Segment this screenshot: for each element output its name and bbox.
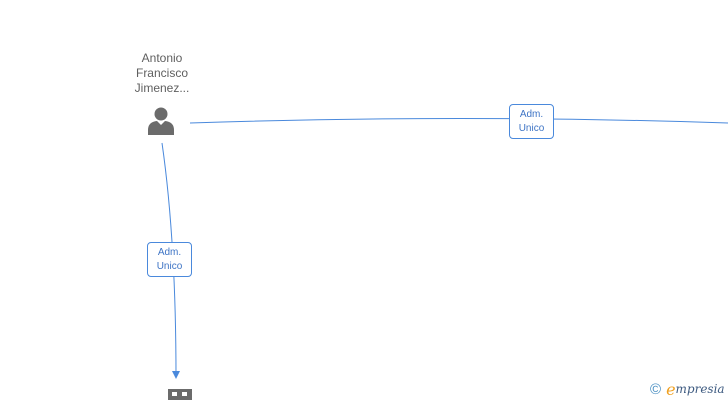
empresia-logo: © e mpresia bbox=[650, 379, 725, 399]
person-name-line-2: Francisco bbox=[135, 66, 188, 80]
copyright-icon: © bbox=[650, 380, 662, 398]
edge-horizontal-line[interactable] bbox=[189, 118, 728, 124]
edge-label-horizontal-line-1: Adm. bbox=[519, 109, 544, 120]
logo-rest: mpresia bbox=[675, 382, 725, 396]
person-icon[interactable] bbox=[146, 106, 176, 141]
edge-label-vertical[interactable]: Adm. Unico bbox=[147, 242, 192, 277]
edge-label-vertical-line-1: Adm. bbox=[157, 247, 182, 258]
edge-label-vertical-line-2: Unico bbox=[156, 261, 183, 272]
building-icon[interactable] bbox=[168, 388, 192, 400]
person-name-line-1: Antonio bbox=[141, 51, 183, 65]
edge-label-horizontal-line-2: Unico bbox=[518, 123, 545, 134]
edge-label-horizontal[interactable]: Adm. Unico bbox=[509, 104, 554, 139]
person-name-line-3: Jimenez... bbox=[134, 81, 190, 95]
logo-initial: e bbox=[666, 379, 676, 399]
person-name[interactable]: Antonio Francisco Jimenez... bbox=[112, 51, 212, 96]
